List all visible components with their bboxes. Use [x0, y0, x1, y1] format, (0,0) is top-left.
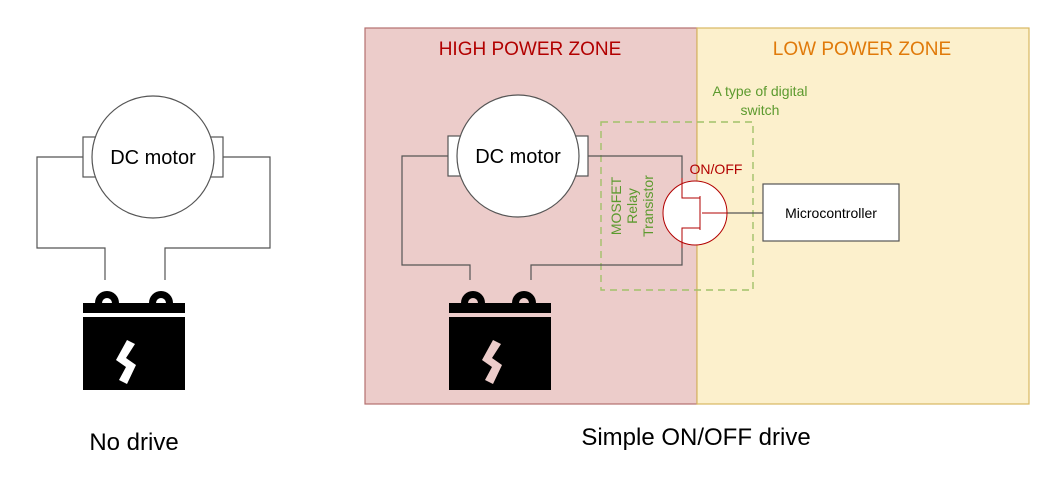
motor-label: DC motor: [475, 146, 561, 168]
wire-motor-to-battery: [401, 155, 471, 280]
battery-icon: [83, 291, 185, 390]
motor-label: DC motor: [110, 147, 196, 169]
transistor-switch-icon: [662, 178, 728, 248]
switch-type-mosfet: MOSFET: [608, 176, 624, 235]
wire-motor-to-switch: [588, 155, 683, 178]
wire-left: [36, 156, 106, 280]
battery-icon: [449, 291, 551, 390]
wire-switch-to-battery: [530, 248, 683, 280]
switch-state-label: ON/OFF: [690, 161, 743, 177]
microcontroller-label: Microcontroller: [785, 205, 877, 221]
switch-types-label: MOSFET Relay Transistor: [608, 175, 656, 237]
digital-switch-group: [600, 121, 754, 291]
dc-motor-icon: DC motor: [447, 94, 589, 218]
microcontroller-block: Microcontroller: [762, 183, 900, 242]
switch-group-label-line1: A type of digital: [713, 83, 808, 99]
wire-right: [164, 156, 271, 280]
low-power-zone-title: LOW POWER ZONE: [773, 39, 951, 60]
no-drive-caption: No drive: [89, 429, 178, 456]
switch-type-transistor: Transistor: [640, 175, 656, 237]
onoff-drive-caption: Simple ON/OFF drive: [581, 424, 810, 451]
high-power-zone-title: HIGH POWER ZONE: [439, 39, 622, 60]
dc-motor-icon: DC motor: [82, 95, 224, 219]
switch-type-relay: Relay: [624, 188, 640, 224]
no-drive-diagram: DC motor No drive: [36, 95, 271, 456]
switch-group-label-line2: switch: [741, 102, 780, 118]
onoff-drive-diagram: HIGH POWER ZONE LOW POWER ZONE A type of…: [364, 27, 1030, 451]
